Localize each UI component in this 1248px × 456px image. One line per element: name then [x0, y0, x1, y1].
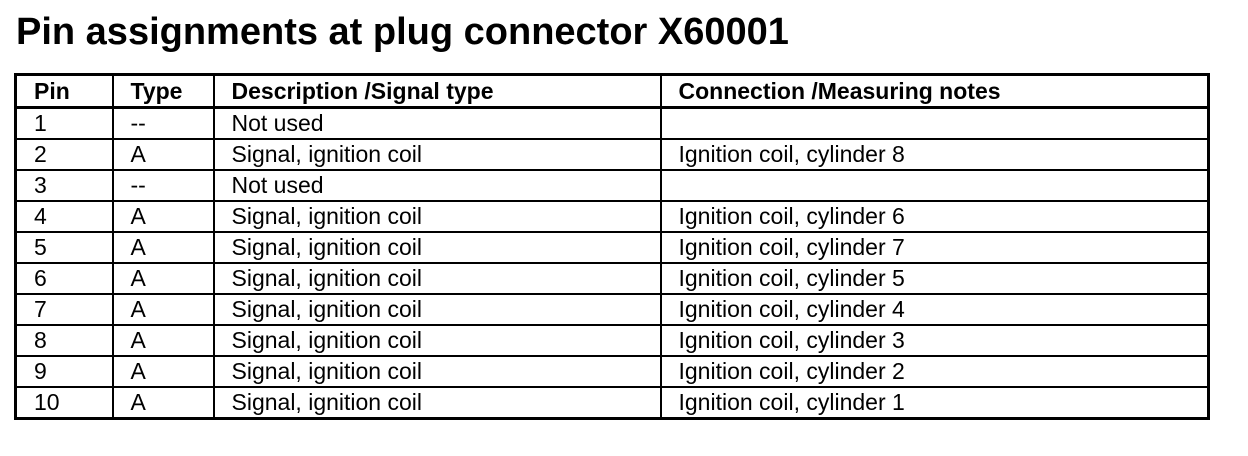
header-pin: Pin — [14, 73, 114, 109]
cell-description: Signal, ignition coil — [212, 324, 662, 357]
cell-pin: 3 — [14, 169, 114, 202]
cell-connection: Ignition coil, cylinder 6 — [659, 200, 1210, 233]
cell-connection: Ignition coil, cylinder 3 — [659, 324, 1210, 357]
cell-description: Signal, ignition coil — [212, 138, 662, 171]
cell-description: Signal, ignition coil — [212, 293, 662, 326]
table-row: 5 A Signal, ignition coil Ignition coil,… — [14, 231, 1210, 264]
cell-pin: 1 — [14, 106, 114, 140]
cell-connection: Ignition coil, cylinder 4 — [659, 293, 1210, 326]
cell-connection: Ignition coil, cylinder 2 — [659, 355, 1210, 388]
cell-pin: 9 — [14, 355, 114, 388]
cell-description: Signal, ignition coil — [212, 386, 662, 420]
cell-type: A — [111, 262, 215, 295]
cell-pin: 2 — [14, 138, 114, 171]
page-title: Pin assignments at plug connector X60001 — [16, 11, 789, 53]
cell-description: Signal, ignition coil — [212, 200, 662, 233]
header-description: Description /Signal type — [212, 73, 662, 109]
table-row: 10 A Signal, ignition coil Ignition coil… — [14, 386, 1210, 420]
table-row: 9 A Signal, ignition coil Ignition coil,… — [14, 355, 1210, 388]
cell-pin: 10 — [14, 386, 114, 420]
cell-type: A — [111, 386, 215, 420]
cell-type: A — [111, 200, 215, 233]
pin-assignment-table: Pin Type Description /Signal type Connec… — [14, 73, 1210, 420]
cell-connection: Ignition coil, cylinder 5 — [659, 262, 1210, 295]
cell-description: Signal, ignition coil — [212, 355, 662, 388]
cell-connection: Ignition coil, cylinder 8 — [659, 138, 1210, 171]
cell-description: Not used — [212, 106, 662, 140]
table-row: 6 A Signal, ignition coil Ignition coil,… — [14, 262, 1210, 295]
cell-connection: Ignition coil, cylinder 1 — [659, 386, 1210, 420]
cell-description: Signal, ignition coil — [212, 231, 662, 264]
table-row: 7 A Signal, ignition coil Ignition coil,… — [14, 293, 1210, 326]
cell-pin: 5 — [14, 231, 114, 264]
cell-connection — [659, 169, 1210, 202]
cell-pin: 6 — [14, 262, 114, 295]
cell-type: A — [111, 231, 215, 264]
cell-type: -- — [111, 106, 215, 140]
cell-description: Not used — [212, 169, 662, 202]
table-header-row: Pin Type Description /Signal type Connec… — [14, 73, 1210, 109]
table-row: 2 A Signal, ignition coil Ignition coil,… — [14, 138, 1210, 171]
cell-description: Signal, ignition coil — [212, 262, 662, 295]
cell-type: A — [111, 355, 215, 388]
table-row: 3 -- Not used — [14, 169, 1210, 202]
header-type: Type — [111, 73, 215, 109]
cell-pin: 8 — [14, 324, 114, 357]
cell-connection — [659, 106, 1210, 140]
cell-type: A — [111, 324, 215, 357]
header-connection: Connection /Measuring notes — [659, 73, 1210, 109]
table-row: 1 -- Not used — [14, 106, 1210, 140]
table-row: 4 A Signal, ignition coil Ignition coil,… — [14, 200, 1210, 233]
cell-type: A — [111, 293, 215, 326]
cell-connection: Ignition coil, cylinder 7 — [659, 231, 1210, 264]
cell-type: A — [111, 138, 215, 171]
cell-pin: 4 — [14, 200, 114, 233]
table-row: 8 A Signal, ignition coil Ignition coil,… — [14, 324, 1210, 357]
cell-pin: 7 — [14, 293, 114, 326]
cell-type: -- — [111, 169, 215, 202]
